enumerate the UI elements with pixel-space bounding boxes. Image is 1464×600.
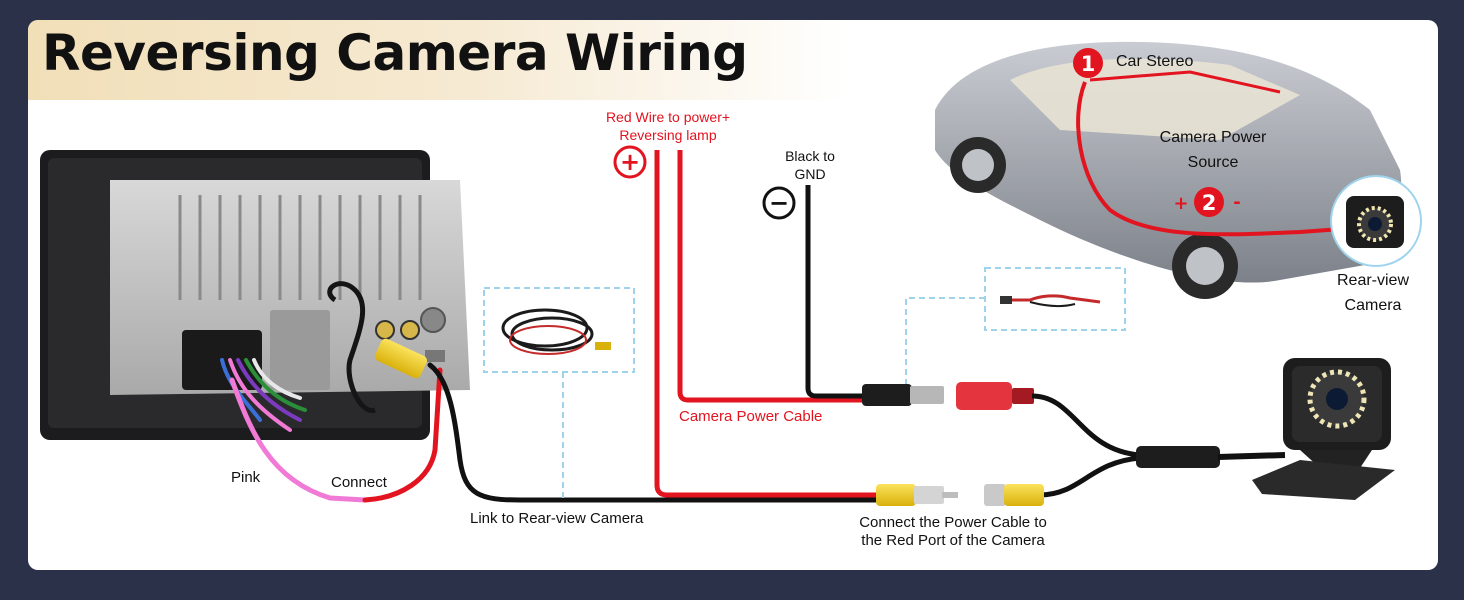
plus-marker-symbol: +	[620, 148, 640, 176]
red-power-wire-outer	[654, 150, 880, 498]
dc-plug	[862, 384, 944, 406]
minus-marker: −	[762, 186, 796, 220]
connect-red-wire	[362, 367, 443, 503]
rear-view-label-1: Rear-view	[1336, 272, 1409, 289]
minus-marker-symbol: −	[769, 189, 789, 217]
rear-view-camera	[1252, 358, 1395, 500]
cable-callout	[483, 287, 635, 498]
pink-label: Pink	[231, 469, 261, 486]
connect-power-label-1: Connect the Power Cable to	[859, 514, 1047, 531]
title-band	[28, 20, 848, 100]
red-wire-label-2: Reversing lamp	[619, 127, 717, 143]
rear-view-label-2: Camera	[1344, 297, 1402, 314]
camera-pigtail-bottom	[1039, 455, 1141, 498]
badge-1-number: 1	[1081, 52, 1096, 76]
camera-pigtail-top	[1031, 393, 1141, 458]
car-illustration	[935, 41, 1402, 299]
dc-socket-red	[956, 382, 1034, 410]
connect-label: Connect	[331, 474, 387, 491]
video-black-wire	[427, 362, 883, 503]
connect-power-label-2: the Red Port of the Camera	[861, 532, 1045, 549]
rca-male-plug	[876, 484, 958, 506]
black-gnd-wire	[805, 185, 865, 399]
link-rear-view-label: Link to Rear-view Camera	[470, 510, 644, 527]
pink-wire	[229, 377, 368, 503]
badge-2-plus: +	[1173, 193, 1188, 214]
camera-power-label-2: Source	[1187, 154, 1239, 171]
page-title: Reversing Camera Wiring	[42, 24, 748, 82]
black-gnd-label-1: Black to	[785, 148, 835, 164]
plus-marker: +	[613, 145, 647, 179]
badge-1: 1	[1073, 48, 1103, 78]
camera-power-cable-label: Camera Power Cable	[679, 408, 823, 425]
red-power-wire-inner	[677, 150, 865, 403]
cable-junction	[1136, 446, 1220, 468]
black-gnd-label-2: GND	[794, 166, 826, 182]
camera-main-cable	[1217, 452, 1286, 460]
badge-2-number: 2	[1202, 191, 1217, 215]
power-cable-callout	[905, 267, 1126, 384]
rca-female-plug	[984, 484, 1044, 506]
badge-2-minus: -	[1233, 192, 1240, 213]
head-unit	[40, 150, 470, 440]
camera-power-label-1: Camera Power	[1159, 129, 1267, 146]
red-wire-label-1: Red Wire to power+	[605, 109, 731, 125]
badge-2: + 2 -	[1173, 187, 1241, 217]
car-stereo-label: Car Stereo	[1116, 53, 1194, 70]
rear-view-camera-inset	[1330, 175, 1422, 267]
stereo-rca-plug	[374, 338, 427, 379]
